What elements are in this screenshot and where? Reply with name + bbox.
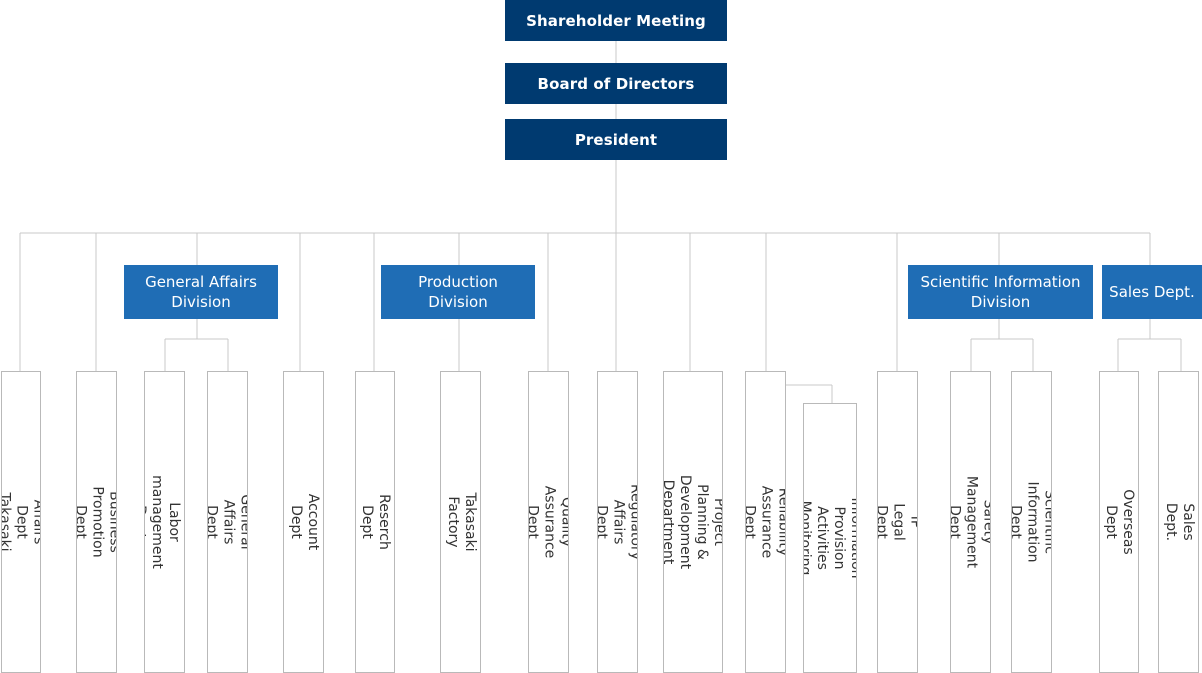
dept-box-account: Account Dept <box>283 371 324 673</box>
dept-label-scientific-information: Scientific Information Dept <box>1011 481 1052 563</box>
dept-box-ga-takasaki: General Affairs Dept Takasaki Factory <box>1 371 41 673</box>
general-affairs-division-box: General Affairs Division <box>124 265 278 319</box>
dept-label-account: Account Dept <box>287 493 321 551</box>
president-box: President <box>505 119 727 160</box>
dept-label-general-affairs: General Affairs Dept <box>207 494 248 550</box>
dept-box-scientific-information: Scientific Information Dept <box>1011 371 1052 673</box>
dept-label-regulatory-affairs: Regulatory Affairs Dept <box>597 483 638 561</box>
board-of-directors-label: Board of Directors <box>537 74 695 93</box>
dept-box-reliability-assurance: Reliability Assurance Dept <box>745 371 786 673</box>
dept-label-takasaki-factory: Takasaki Factory <box>444 492 478 552</box>
general-affairs-division-label: General Affairs Division <box>145 273 257 311</box>
president-label: President <box>574 130 658 149</box>
dept-label-marketing-info: Marketing Information Provision Activiti… <box>803 497 857 579</box>
dept-box-safety-management: Safety Management Dept <box>950 371 991 673</box>
dept-label-quality-assurance: Quality Assurance Dept <box>528 485 569 559</box>
production-division-box: Production Division <box>381 265 535 319</box>
dept-label-safety-management: Safety Management Dept <box>950 475 991 569</box>
dept-box-business-promotion: Business Promotion Dept <box>76 371 117 673</box>
dept-label-reserch: Reserch Dept <box>359 494 392 550</box>
scientific-information-division-label: Scientific Information Division <box>920 273 1081 311</box>
dept-label-ip-legal: IP Legal Dept <box>877 503 918 541</box>
dept-box-ip-legal: IP Legal Dept <box>877 371 918 673</box>
sales-division-box: Sales Dept. <box>1102 265 1202 319</box>
board-of-directors-box: Board of Directors <box>505 63 727 104</box>
scientific-information-division-box: Scientific Information Division <box>908 265 1093 319</box>
dept-box-personnel-labor: Personnel & Labor management Dept <box>144 371 185 673</box>
dept-label-reliability-assurance: Reliability Assurance Dept <box>745 485 786 559</box>
dept-box-marketing-info: Marketing Information Provision Activiti… <box>803 403 857 673</box>
dept-label-ga-takasaki: General Affairs Dept Takasaki Factory <box>1 492 41 552</box>
sales-division-label: Sales Dept. <box>1109 283 1195 301</box>
dept-box-sales: Sales Dept. <box>1158 371 1199 673</box>
dept-label-business-promotion: Business Promotion Dept <box>76 486 117 558</box>
production-division-label: Production Division <box>418 273 498 311</box>
dept-box-regulatory-affairs: Regulatory Affairs Dept <box>597 371 638 673</box>
dept-label-overseas: Overseas Dept <box>1103 489 1136 555</box>
dept-box-reserch: Reserch Dept <box>355 371 395 673</box>
dept-box-takasaki-factory: Takasaki Factory <box>440 371 481 673</box>
dept-label-sales: Sales Dept. <box>1162 502 1196 542</box>
dept-box-quality-assurance: Quality Assurance Dept <box>528 371 569 673</box>
shareholder-meeting-label: Shareholder Meeting <box>526 11 706 30</box>
dept-box-project-planning: Project Planning & Development Departmen… <box>663 371 723 673</box>
dept-label-personnel-labor: Personnel & Labor management Dept <box>144 475 185 569</box>
dept-label-project-planning: Project Planning & Development Departmen… <box>663 474 723 570</box>
dept-box-general-affairs: General Affairs Dept <box>207 371 248 673</box>
shareholder-meeting-box: Shareholder Meeting <box>505 0 727 41</box>
dept-box-overseas: Overseas Dept <box>1099 371 1139 673</box>
